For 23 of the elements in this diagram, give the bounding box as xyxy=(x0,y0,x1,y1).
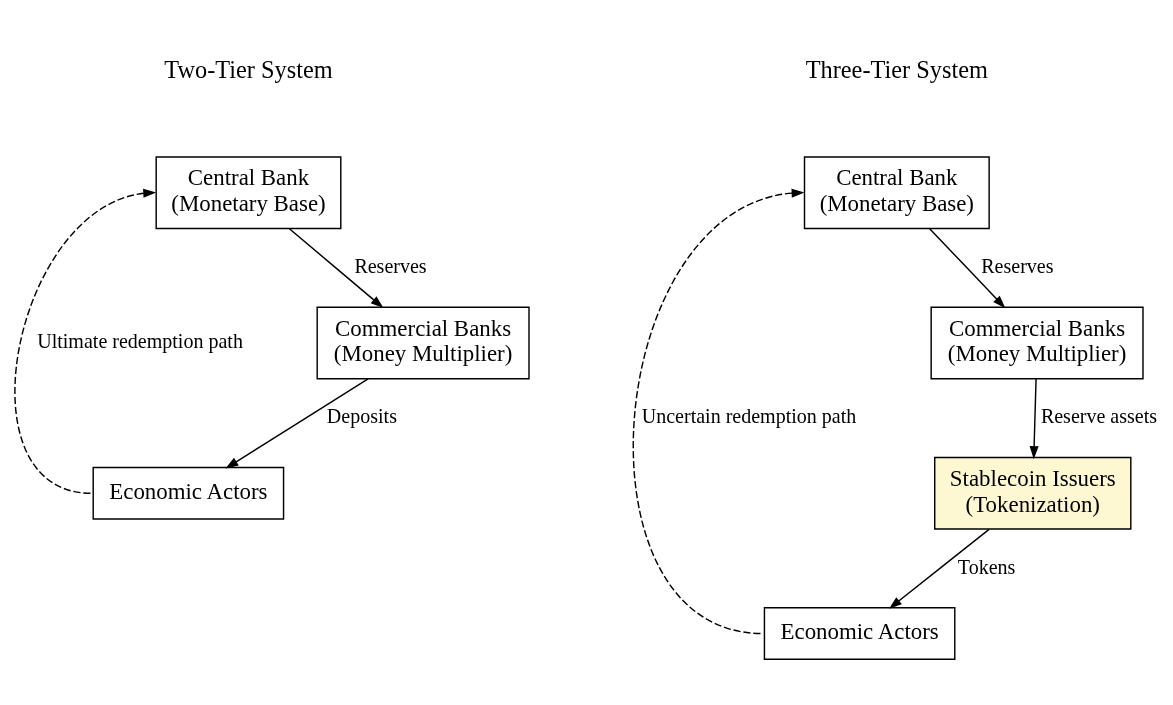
edge-label: Reserve assets xyxy=(1040,404,1158,427)
edge-label: Reserves xyxy=(354,254,427,277)
arrow xyxy=(928,227,1006,308)
label: Two-Tier System xyxy=(164,55,333,83)
node-box: Economic Actors xyxy=(92,466,285,520)
arrow xyxy=(1029,377,1039,459)
node-box: Central Bank (Monetary Base) xyxy=(155,155,342,229)
node-box: Stablecoin Issuers (Tokenization) xyxy=(934,456,1132,530)
arrow xyxy=(288,227,384,308)
node-box: Central Bank (Monetary Base) xyxy=(803,155,990,229)
node-box: Commercial Banks (Money Multiplier) xyxy=(316,306,530,379)
arrow xyxy=(889,528,990,609)
arrow xyxy=(14,188,157,494)
edge-label: Tokens xyxy=(957,555,1016,578)
edge-label: Deposits xyxy=(326,404,397,427)
node-box: Economic Actors xyxy=(763,606,956,660)
arrow xyxy=(225,377,369,469)
node-box: Commercial Banks (Money Multiplier) xyxy=(930,306,1144,379)
edge-label: Ultimate redemption path xyxy=(37,329,243,352)
arrow xyxy=(633,188,805,634)
edge-label: Uncertain redemption path xyxy=(641,404,857,427)
edge-label: Reserves xyxy=(981,254,1054,277)
label: Three-Tier System xyxy=(805,55,988,83)
